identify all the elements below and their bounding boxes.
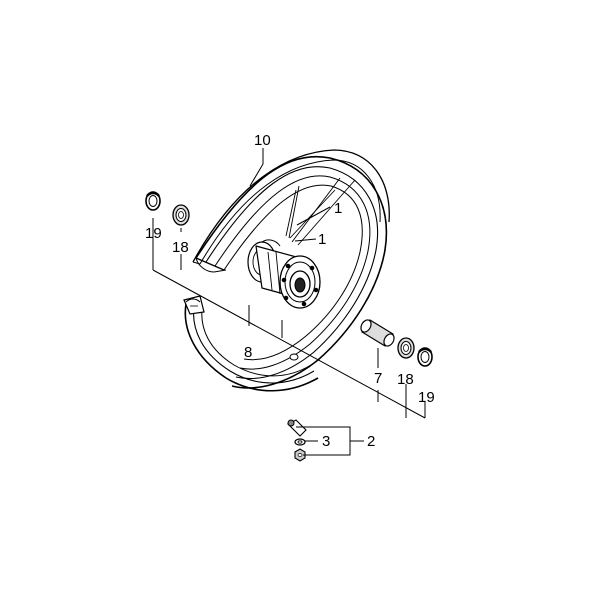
leader-lines (152, 148, 426, 456)
wheel-rim (195, 155, 388, 389)
bearing-right (397, 337, 415, 359)
bearing-left (172, 204, 190, 226)
collar (360, 319, 395, 347)
callout-rim-band: 10 (254, 132, 271, 149)
callout-collar: 7 (374, 370, 382, 387)
callout-labels: 10 1 1 19 18 8 7 18 19 3 2 (145, 132, 435, 450)
callout-seal-right: 19 (418, 389, 435, 406)
callout-tube: 8 (244, 344, 252, 361)
callout-seal-left: 19 (145, 225, 162, 242)
seal-right (417, 347, 433, 367)
seal-left (145, 191, 161, 211)
valve-parts (287, 419, 307, 462)
callout-bearing-left: 18 (172, 239, 189, 256)
wheel-hub (247, 239, 321, 309)
rim-band (192, 149, 390, 265)
callout-valve-assembly: 2 (367, 433, 375, 450)
spokes (285, 177, 356, 246)
callout-bearing-right: 18 (397, 371, 414, 388)
callout-spoke-upper: 1 (334, 200, 342, 217)
tube (183, 295, 319, 392)
callout-spoke-lower: 1 (318, 231, 326, 248)
callout-valve-part: 3 (322, 433, 330, 450)
